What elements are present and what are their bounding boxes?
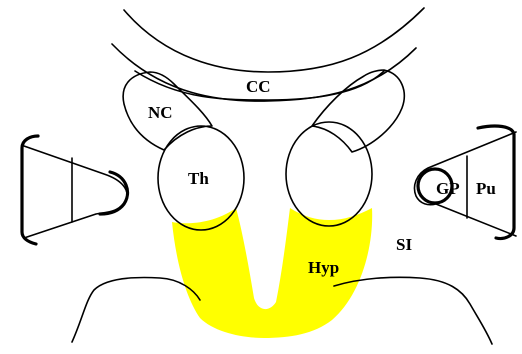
basal-contour-left [72, 278, 200, 343]
thalamus-right [286, 122, 372, 226]
corpus-callosum-outer-arc [124, 8, 424, 72]
label-cc: CC [246, 77, 271, 96]
right-lentiform-wedge [415, 132, 517, 236]
left-lateral-bracket [22, 136, 38, 244]
label-si: SI [396, 235, 412, 254]
caudate-nucleus-right [312, 70, 404, 152]
label-gp: GP [436, 179, 460, 198]
hypothalamus-region [172, 208, 372, 338]
label-th: Th [188, 169, 209, 188]
label-nc: NC [148, 103, 173, 122]
left-lentiform-wedge [24, 146, 127, 238]
basal-contour-right [334, 277, 492, 344]
label-pu: Pu [476, 179, 496, 198]
label-hyp: Hyp [308, 258, 339, 277]
